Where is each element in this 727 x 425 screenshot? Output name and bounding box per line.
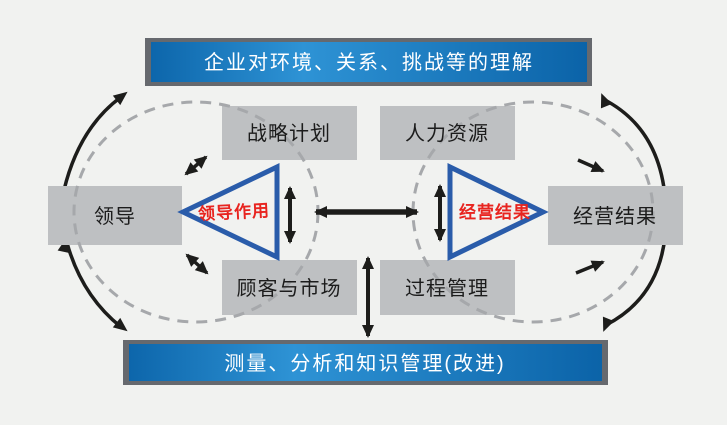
top-banner-fill [151, 42, 587, 82]
arrowhead [590, 260, 605, 272]
arrowhead [362, 256, 374, 269]
strategic-planning-box [222, 106, 357, 160]
arrowhead [362, 325, 374, 338]
arrowhead [284, 231, 296, 244]
leadership-label: 领导 [94, 205, 136, 228]
leadership-box [48, 186, 182, 245]
bottom-banner-label: 测量、分析和知识管理(改进) [224, 352, 505, 375]
arrowhead [600, 93, 613, 109]
arrowhead [112, 91, 128, 106]
arrowhead [434, 184, 446, 197]
triangle-labels: 领导作用 经营结果 [198, 200, 531, 224]
arrowhead [184, 162, 199, 176]
arrowhead [193, 155, 208, 169]
business-results-triangle-label: 经营结果 [459, 202, 531, 222]
left-triangle [177, 163, 280, 261]
arrowhead [434, 229, 446, 242]
bottom-banner: 测量、分析和知识管理(改进) [123, 340, 608, 385]
human-resources-label: 人力资源 [405, 122, 489, 145]
arrowhead [590, 161, 605, 173]
business-results-box [548, 186, 683, 245]
relationship-arrows [184, 155, 605, 338]
triangles [177, 163, 549, 261]
arrowhead [194, 261, 209, 275]
process-management-label: 过程管理 [405, 277, 489, 300]
business-results-label: 经营结果 [573, 205, 657, 228]
arrowhead [602, 316, 615, 332]
top-banner: 企业对环境、关系、挑战等的理解 [145, 38, 592, 86]
box-labels: 领导 战略计划 人力资源 顾客与市场 过程管理 经营结果 [94, 122, 657, 300]
left-upper-arc [62, 95, 123, 191]
arrowhead [112, 317, 128, 332]
category-boxes [48, 106, 683, 315]
right-triangle [447, 163, 549, 261]
arrowhead [185, 253, 200, 267]
customers-markets-box [222, 260, 357, 315]
arrowhead [284, 186, 296, 199]
customers-markets-label: 顾客与市场 [237, 277, 342, 300]
top-banner-label: 企业对环境、关系、挑战等的理解 [204, 51, 534, 74]
arrowhead [406, 206, 419, 218]
arc-arrowheads [57, 91, 615, 332]
human-resources-box [380, 106, 515, 160]
left-lower-arc [65, 242, 123, 329]
bottom-banner-fill [129, 344, 602, 381]
arrowhead [314, 206, 327, 218]
strategic-planning-label: 战略计划 [247, 122, 331, 145]
leadership-role-label: 领导作用 [198, 200, 271, 224]
